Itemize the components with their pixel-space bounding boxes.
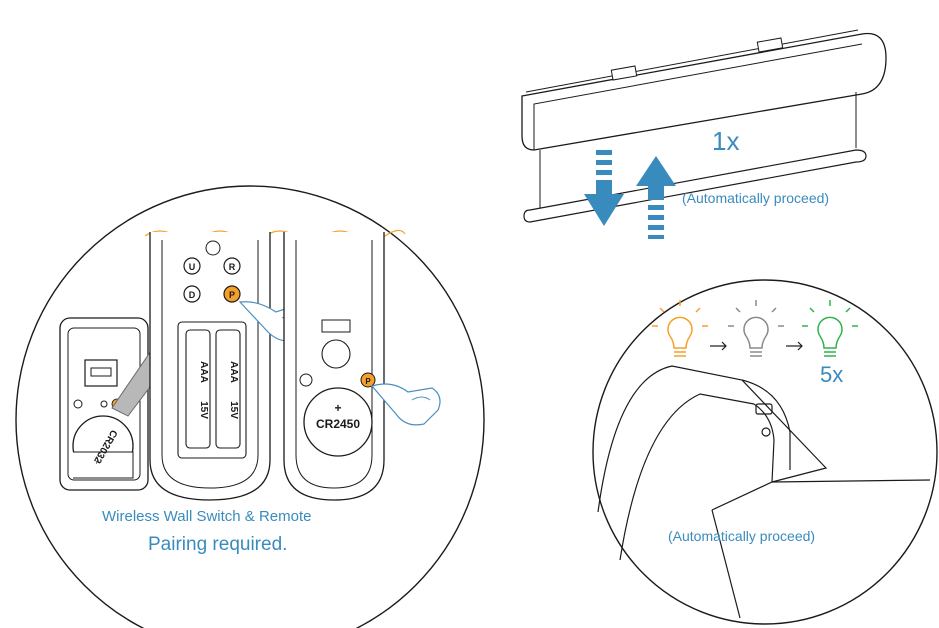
right-circle-outline [592, 279, 938, 625]
aaa-battery-right [215, 329, 241, 449]
svg-text:15V: 15V [198, 401, 209, 419]
motor-pair-button[interactable] [761, 427, 771, 437]
svg-text:P: P [229, 290, 235, 300]
wall-switch-module: CR2032 + [59, 317, 149, 491]
pairing-required-note: Pairing required. [148, 534, 288, 555]
arrow-right-icon [710, 341, 727, 351]
coin-battery-label: CR2450 [316, 417, 360, 431]
bulb-green-icon [802, 300, 858, 357]
svg-text:+: + [334, 401, 341, 415]
motor-end-view [597, 365, 931, 619]
svg-text:AAA: AAA [198, 361, 209, 383]
arrow-right-icon [786, 341, 803, 351]
svg-text:+: + [92, 457, 103, 467]
bulb-orange-icon [652, 300, 708, 357]
arrow-down-icon [584, 150, 624, 226]
right-scene [592, 279, 938, 625]
coin-battery [303, 387, 373, 457]
button-r[interactable] [223, 257, 241, 275]
button-d[interactable] [183, 285, 201, 303]
bottom-right-count: 5x [820, 362, 844, 387]
remote-aaa: U R D P AAA 15V AAA 15V [149, 232, 271, 501]
svg-text:P: P [365, 377, 371, 386]
left-circle-outline [15, 185, 485, 628]
button-p-remote[interactable] [223, 285, 241, 303]
button-p-coin[interactable] [360, 372, 376, 388]
svg-text:U: U [189, 262, 196, 272]
svg-text:AAA: AAA [228, 361, 239, 383]
hand-on-coin-remote [370, 383, 441, 426]
svg-text:15V: 15V [228, 401, 239, 419]
arrow-up-icon [636, 156, 676, 239]
left-scene: CR2032 + U R D P AAA 15V AAA [15, 185, 485, 628]
aaa-battery-left [185, 329, 211, 449]
svg-text:D: D [189, 290, 196, 300]
svg-text:R: R [229, 262, 236, 272]
top-right-count: 1x [712, 126, 740, 156]
bulb-grey-icon [728, 300, 784, 357]
bottom-right-auto-note: (Automatically proceed) [668, 528, 816, 544]
top-right-auto-note: (Automatically proceed) [682, 190, 830, 206]
caption-wireless-switch-remote: Wireless Wall Switch & Remote [102, 508, 312, 525]
button-u[interactable] [183, 257, 201, 275]
remote-coin-cell: P + CR2450 [283, 232, 385, 501]
